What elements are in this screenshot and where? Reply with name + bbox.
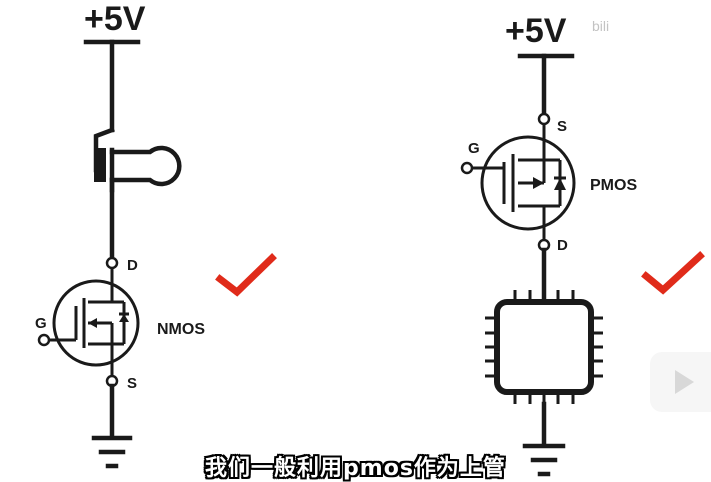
right-drain-label: D — [557, 237, 568, 254]
play-icon — [675, 370, 694, 394]
right-gate-node — [460, 161, 474, 175]
right-source-label: S — [557, 118, 567, 135]
left-gate-label: G — [35, 315, 47, 332]
left-supply-label: +5V — [84, 0, 146, 38]
ground-icon — [522, 443, 566, 477]
left-part-label: NMOS — [157, 321, 205, 338]
right-gate-label: G — [468, 140, 480, 157]
right-supply-label: +5V — [505, 12, 567, 50]
left-drain-node — [105, 256, 119, 270]
left-drain-label: D — [127, 257, 138, 274]
right-part-label: PMOS — [590, 177, 637, 194]
ground-icon — [91, 435, 133, 469]
left-circuit: +5V D — [35, 0, 277, 469]
subtitle: 我们一般利用pmos作为上管 — [205, 456, 506, 481]
right-source-node — [537, 112, 551, 126]
right-circuit: +5V S G PMOS D — [460, 12, 705, 477]
watermark: bili — [592, 18, 610, 34]
chip-icon — [485, 290, 603, 404]
play-button[interactable] — [650, 352, 711, 412]
check-mark-icon — [215, 253, 277, 297]
left-source-label: S — [127, 375, 137, 392]
nmos-transistor — [46, 268, 140, 376]
lamp-icon — [94, 145, 182, 193]
check-mark-icon — [641, 251, 705, 295]
left-gate-node — [37, 333, 51, 347]
pmos-transistor — [470, 124, 576, 240]
